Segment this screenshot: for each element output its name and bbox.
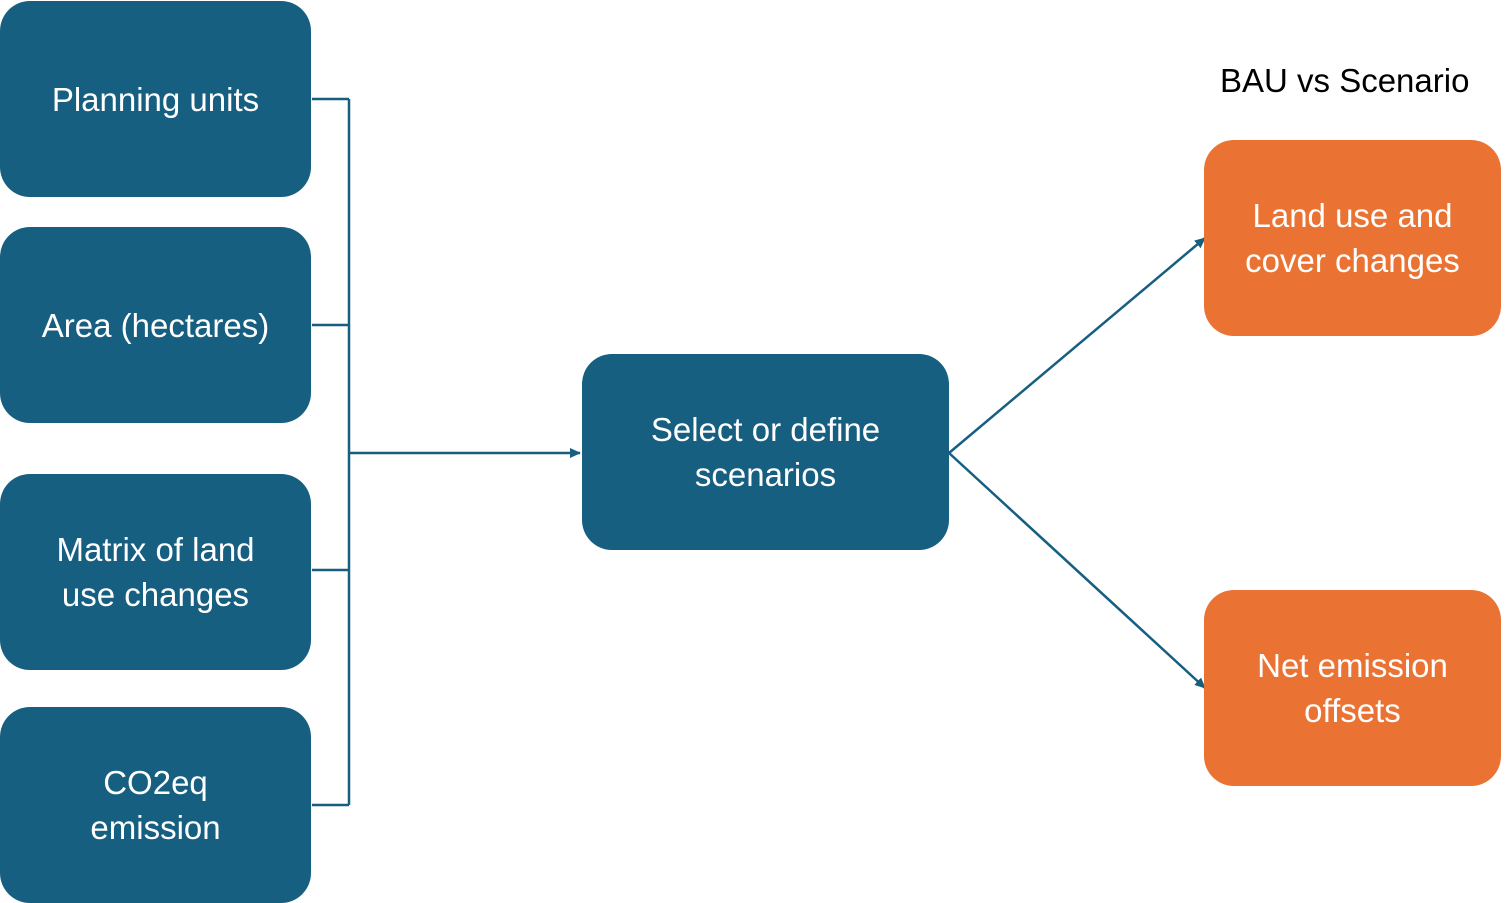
outputs-heading: BAU vs Scenario — [1220, 62, 1470, 99]
input-box-co2eq-emission: CO2eq emission — [0, 707, 311, 903]
output-box-net-emission-offsets: Net emission offsets — [1204, 590, 1501, 786]
input-box-planning-units: Planning units — [0, 1, 311, 197]
input-box-land-use-matrix: Matrix of land use changes — [0, 474, 311, 670]
arrow-to-land-use — [948, 237, 1206, 454]
output-box-land-use-changes: Land use and cover changes — [1204, 140, 1501, 336]
input-box-area: Area (hectares) — [0, 227, 311, 423]
arrow-to-net-emission — [948, 452, 1206, 689]
process-box-scenarios: Select or define scenarios — [582, 354, 949, 550]
